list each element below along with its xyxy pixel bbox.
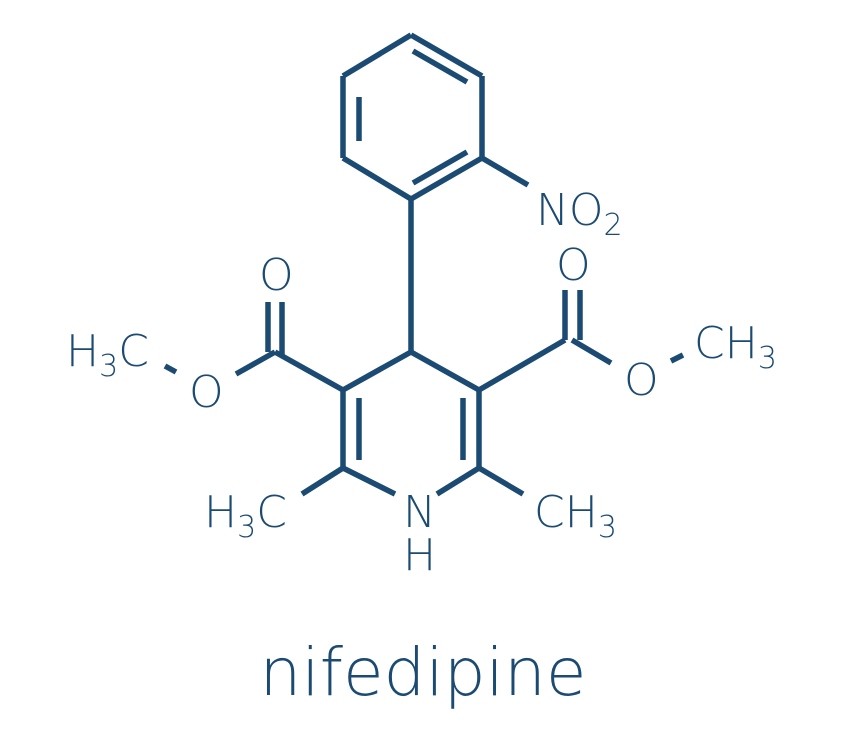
ring-nitrogen-label: N	[403, 487, 436, 538]
right-carbonyl-oxygen-label: O	[556, 240, 591, 291]
right-ester-oxygen-label: O	[624, 355, 659, 406]
ring-nh-hydrogen-label: H	[403, 530, 436, 581]
right-methyl-bond	[477, 465, 525, 497]
left-ester-group	[163, 302, 345, 393]
left-methoxy-label: H3C	[66, 326, 149, 384]
benzene-ring	[340, 32, 485, 202]
right-methoxy-label: CH3	[694, 318, 777, 376]
left-methyl-label: H3C	[204, 487, 287, 545]
dihydropyridine-ring	[340, 349, 482, 497]
right-ester-group	[477, 290, 685, 393]
molecule-name-caption: nifedipine	[260, 634, 587, 711]
right-methyl-label: CH3	[534, 487, 617, 545]
left-methyl-bond	[300, 465, 345, 497]
left-ester-oxygen-label: O	[189, 367, 224, 418]
nitro-bond	[480, 155, 530, 188]
left-carbonyl-oxygen-label: O	[259, 250, 294, 301]
nitro-label: NO2	[536, 185, 623, 243]
